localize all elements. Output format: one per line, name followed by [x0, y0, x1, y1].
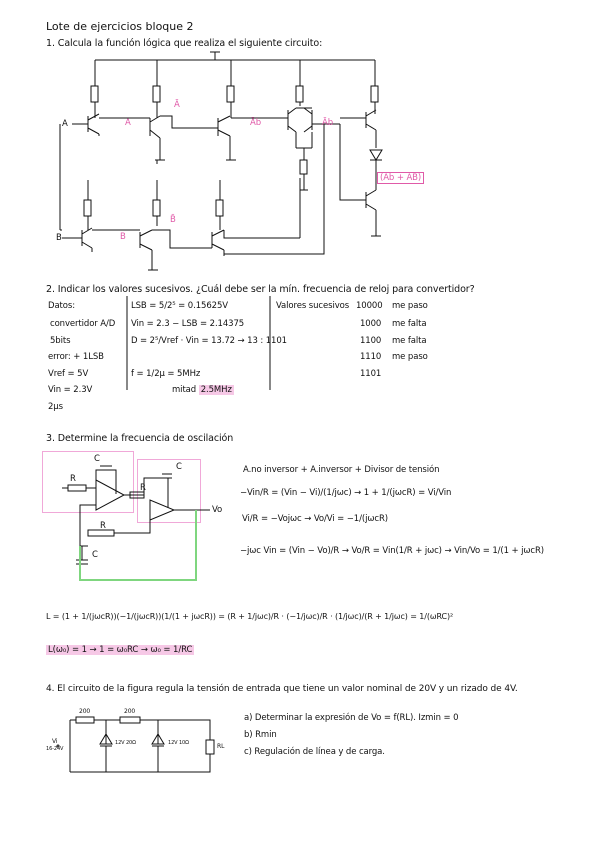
ex3-label-r: R — [70, 474, 76, 484]
ex3-label-c: C — [94, 454, 100, 464]
ex4-item-c: c) Regulación de línea y de carga. — [244, 747, 385, 757]
ex2-code: 1100 — [360, 336, 382, 346]
resistor — [90, 60, 379, 118]
ex2-mitad-value: 2.5MHz — [198, 385, 234, 395]
ex2-sucesivos-title: Valores sucesivos — [276, 301, 350, 311]
ex3-eq2: Vi/R = −Vojωc → Vo/Vi = −1/(jωcR) — [242, 514, 388, 524]
ex2-code: 10000 — [356, 301, 383, 311]
ex1-node-ab2: Āb — [322, 118, 334, 128]
ex2-calc: f = 1/2μ = 5MHz — [131, 369, 201, 379]
ex3-label-c: C — [176, 462, 182, 472]
ex4-item-b: b) Rmin — [244, 730, 277, 740]
ex4-z2: 12V 10Ω — [168, 740, 189, 746]
ex3-label-c: C — [92, 550, 98, 560]
ex4-prompt: 4. El circuito de la figura regula la te… — [46, 684, 518, 694]
ex3-noninv-box — [42, 451, 134, 513]
ex3-eq1: −Vin/R = (Vin − Vi)/(1/jωc) → 1 + 1/(jωc… — [240, 488, 452, 498]
page-title: Lote de ejercicios bloque 2 — [46, 20, 194, 33]
ex4-vi: Vi — [52, 738, 58, 745]
ex2-prompt: 2. Indicar los valores sucesivos. ¿Cuál … — [46, 284, 475, 295]
ex2-calc: LSB = 5/2⁵ = 0.15625V — [131, 301, 228, 311]
ex2-result: me paso — [392, 301, 428, 311]
ex2-mitad: mitad 2.5MHz — [172, 385, 234, 395]
ex4-r2: 200 — [124, 708, 136, 715]
ex1-node-bbar: B̄ — [170, 215, 176, 225]
ex3-prompt: 3. Determine la frecuencia de oscilación — [46, 433, 234, 444]
ex4-item-a: a) Determinar la expresión de Vo = f(RL)… — [244, 713, 459, 723]
ex4-rl: RL — [217, 743, 225, 750]
ex3-inv-box — [137, 459, 201, 523]
ex1-node-a: A — [125, 118, 131, 128]
ex2-calc: Vin = 2.3 − LSB = 2.14375 — [131, 319, 245, 329]
ex3-label-r: R — [100, 521, 106, 531]
ex2-datos-title: Datos: — [48, 301, 75, 311]
ex4-z1: 12V 20Ω — [115, 740, 136, 746]
ex4-vi-range: 16-24V — [46, 746, 64, 752]
ex2-result: me falta — [392, 319, 427, 329]
ex2-dato: 5bits — [50, 336, 71, 346]
ex2-code: 1000 — [360, 319, 382, 329]
ex3-eq3: −jωc Vin = (Vin − Vo)/R → Vo/R = Vin(1/R… — [240, 546, 545, 556]
ex2-code: 1110 — [360, 352, 382, 362]
ex1-label-b: B — [56, 233, 62, 243]
ex3-eq5: L(ω₀) = 1 → 1 = ω₀RC → ω₀ = 1/RC — [46, 645, 195, 655]
ex2-result: me paso — [392, 352, 428, 362]
ex4-r1: 200 — [79, 708, 91, 715]
ex1-output: (Āb + AB) — [377, 172, 425, 184]
ex2-dato: 2μs — [48, 402, 63, 412]
ex1-prompt: 1. Calcula la función lógica que realiza… — [46, 38, 323, 49]
ex2-dato: convertidor A/D — [50, 319, 116, 329]
ex1-node-ab: Āb — [250, 118, 262, 128]
ex1-node-b: B — [120, 232, 126, 242]
ex3-label-r: R — [140, 483, 146, 493]
ex3-heading: A.no inversor + A.inversor + Divisor de … — [243, 465, 440, 475]
ex2-dato: Vref = 5V — [48, 369, 89, 379]
ex2-calc: D = 2⁵/Vref · Vin = 13.72 → 13 : 1101 — [131, 336, 287, 346]
ex2-dato: Vin = 2.3V — [48, 385, 93, 395]
ex3-eq4: L = (1 + 1/(jωcR))(−1/(jωcR))(1/(1 + jωc… — [46, 612, 454, 621]
ex1-label-a: A — [62, 119, 68, 129]
ex2-dato: error: + 1LSB — [48, 352, 104, 362]
ex1-node-abar: Ā — [174, 100, 180, 110]
ex2-code: 1101 — [360, 369, 382, 379]
ex3-label-vo: Vo — [212, 505, 223, 515]
ex2-result: me falta — [392, 336, 427, 346]
